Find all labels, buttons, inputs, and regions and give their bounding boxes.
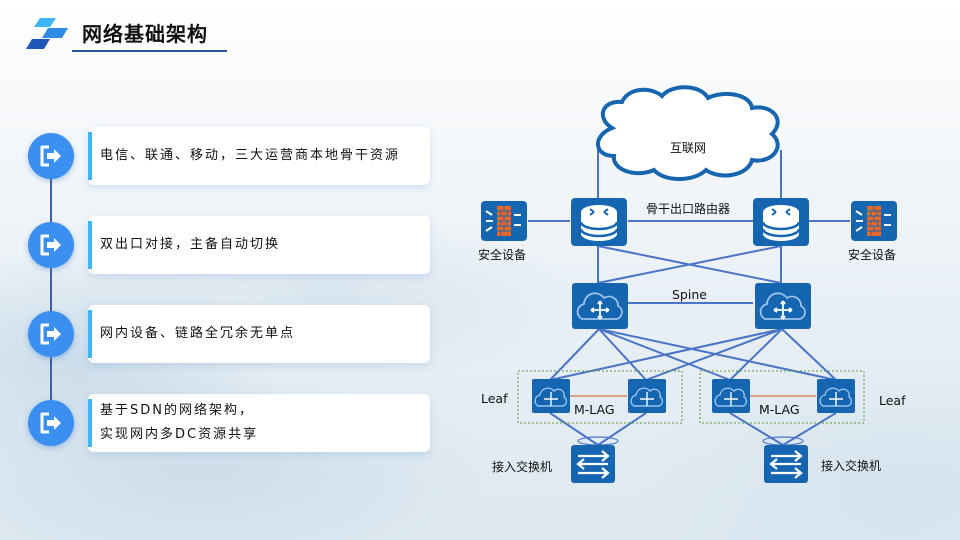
spine-switch-right-icon: [754, 282, 812, 330]
access-switch-right-icon: [762, 443, 810, 485]
security-left-label: 安全设备: [478, 248, 527, 262]
exit-arrow-icon: [40, 412, 61, 434]
title-underline: [72, 50, 227, 52]
feature-card-4: 基于SDN的网络架构， 实现网内多DC资源共享: [88, 394, 430, 452]
leaf-group-left: [517, 370, 683, 424]
card-accent-bar: [88, 132, 92, 180]
leaf-switch-4-icon: [816, 378, 856, 414]
leaf-switch-1-icon: [531, 378, 571, 414]
card-accent-bar: [88, 310, 92, 358]
spine-switch-left-icon: [571, 282, 629, 330]
access-left-label: 接入交换机: [492, 460, 553, 474]
feature-card-2: 双出口对接，主备自动切换: [88, 216, 430, 274]
feature-card-3: 网内设备、链路全冗余无单点: [88, 305, 430, 363]
feature-text: 电信、联通、移动，三大运营商本地骨干资源: [100, 148, 401, 163]
mlag-left-label: M-LAG: [574, 402, 615, 417]
access-right-label: 接入交换机: [821, 459, 882, 473]
feature-text-line-2: 实现网内多DC资源共享: [100, 427, 259, 442]
leaf-left-label: Leaf: [481, 391, 508, 406]
access-switch-left-icon: [569, 443, 617, 485]
internet-cloud-icon: [596, 85, 780, 181]
leaf-switch-3-icon: [711, 378, 751, 414]
security-device-left-icon: [480, 200, 528, 242]
security-right-label: 安全设备: [848, 248, 897, 262]
feature-bullet-4: [28, 400, 74, 446]
leaf-group-right: [699, 370, 865, 424]
leaf-right-label: Leaf: [879, 393, 906, 408]
logo-icon: [26, 18, 68, 49]
security-device-right-icon: [850, 200, 898, 242]
feature-text: 双出口对接，主备自动切换: [100, 237, 281, 252]
feature-bullet-1: [28, 133, 74, 179]
feature-bullet-2: [28, 222, 74, 268]
mlag-right-label: M-LAG: [759, 402, 800, 417]
backbone-router-right-icon: [751, 196, 811, 248]
lag-bundles: [577, 436, 804, 446]
feature-bullet-3: [28, 311, 74, 357]
leaf-switch-2-icon: [627, 378, 667, 414]
timeline-line: [50, 160, 52, 425]
feature-text: 网内设备、链路全冗余无单点: [100, 326, 296, 341]
router-label: 骨干出口路由器: [646, 202, 731, 216]
backbone-router-left-icon: [569, 196, 629, 248]
exit-arrow-icon: [40, 234, 61, 256]
card-accent-bar: [88, 399, 92, 447]
internet-label: 互联网: [670, 141, 707, 155]
card-accent-bar: [88, 221, 92, 269]
feature-text-line-1: 基于SDN的网络架构，: [100, 403, 254, 418]
page-title: 网络基础架构: [82, 22, 208, 46]
exit-arrow-icon: [40, 323, 61, 345]
feature-card-1: 电信、联通、移动，三大运营商本地骨干资源: [88, 127, 430, 185]
spine-label: Spine: [672, 287, 707, 302]
exit-arrow-icon: [40, 145, 61, 167]
